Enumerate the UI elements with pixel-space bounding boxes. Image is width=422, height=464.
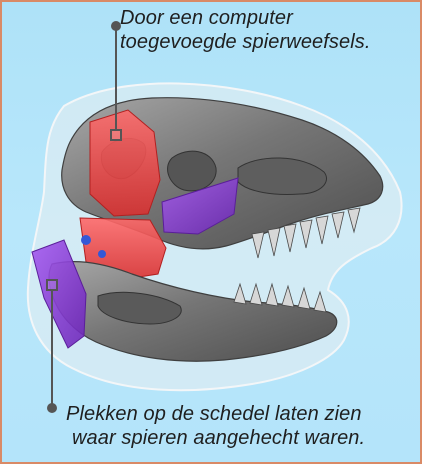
caption-top-line2: toegevoegde spierweefsels. — [120, 30, 420, 54]
caption-bottom-line1: Plekken op de schedel laten zien — [66, 402, 416, 426]
caption-top: Door een computer toegevoegde spierweefs… — [120, 6, 420, 54]
caption-bottom: Plekken op de schedel laten zien waar sp… — [66, 402, 416, 450]
skull-opening-orbit — [168, 151, 217, 191]
callout-bottom-dot — [47, 403, 57, 413]
caption-bottom-line2: waar spieren aangehecht waren. — [66, 426, 416, 450]
caption-top-line1: Door een computer — [120, 6, 420, 30]
